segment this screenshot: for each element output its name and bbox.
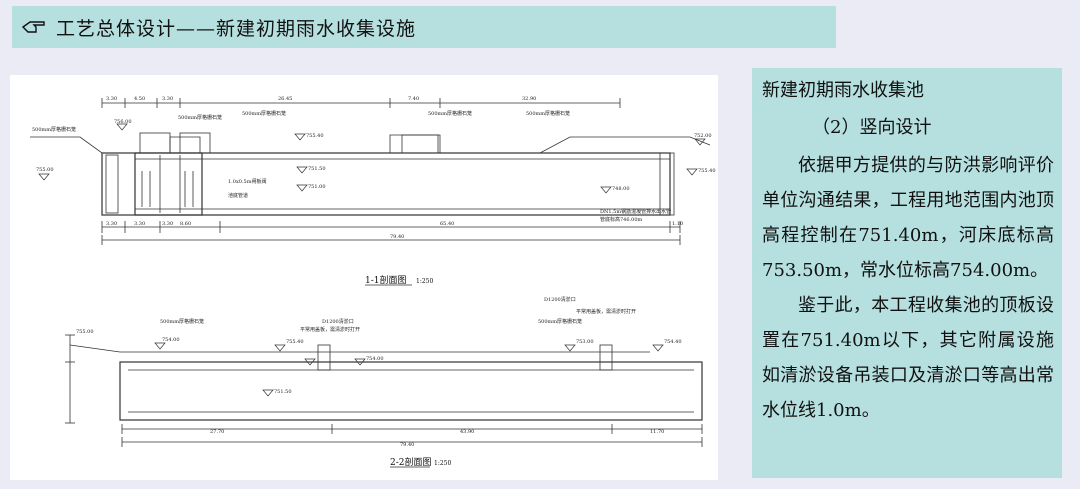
dim-text: 27.70 bbox=[210, 429, 224, 435]
gate-sub-label: 池底管道 bbox=[228, 192, 248, 199]
engineering-drawing: 3.30 4.50 3.30 26.45 7.40 32.90 3.30 3.3… bbox=[10, 75, 718, 480]
section-1-caption: 1-1剖面图 bbox=[365, 274, 407, 286]
dim-text: 43.90 bbox=[460, 429, 474, 435]
level-text: 755.00 bbox=[76, 329, 94, 335]
dim-text: 65.40 bbox=[440, 221, 454, 227]
outlet-label: DN1.5m钢筋混凝管排水出水管 bbox=[600, 208, 671, 215]
paragraph: 依据甲方提供的与防洪影响评价单位沟通结果，工程用地范围内池顶高程控制在751.4… bbox=[762, 155, 1054, 281]
dim-text: 26.45 bbox=[278, 96, 292, 102]
manhole-label: D1200清淤口 bbox=[544, 296, 576, 303]
fence-label: 500mm厚格栅石笼 bbox=[526, 110, 570, 117]
fence-label: 500mm厚格栅石笼 bbox=[32, 126, 76, 133]
level-text: 751.50 bbox=[274, 389, 292, 395]
fence-label: 500mm厚格栅石笼 bbox=[428, 110, 472, 117]
level-text: 751.00 bbox=[308, 184, 326, 190]
dim-text: 3.30 bbox=[106, 221, 117, 227]
dim-text: 79.40 bbox=[390, 234, 404, 240]
dim-text: 4.50 bbox=[134, 96, 145, 102]
dim-text: 3.30 bbox=[162, 221, 173, 227]
section-2-scale: 1:250 bbox=[434, 460, 451, 467]
fence-label: 500mm厚格栅石笼 bbox=[160, 318, 204, 325]
dim-text: 8.60 bbox=[180, 221, 191, 227]
level-text: 748.00 bbox=[612, 186, 630, 192]
dim-text: 3.30 bbox=[162, 96, 173, 102]
dim-text: 32.90 bbox=[522, 96, 536, 102]
level-text: 754.00 bbox=[162, 337, 180, 343]
gate-label: 1.0x0.5m闸板阀 bbox=[228, 178, 266, 185]
panel-body: 依据甲方提供的与防洪影响评价单位沟通结果，工程用地范围内池顶高程控制在751.4… bbox=[762, 148, 1054, 428]
manhole-label: D1200清淤口 bbox=[322, 318, 354, 325]
panel-title: 新建初期雨水收集池 bbox=[762, 80, 924, 101]
section-1-scale: 1:250 bbox=[416, 278, 433, 285]
dim-text: 7.40 bbox=[408, 96, 419, 102]
dim-text: 79.40 bbox=[400, 442, 414, 448]
page-title: 工艺总体设计——新建初期雨水收集设施 bbox=[56, 17, 417, 40]
level-text: 753.00 bbox=[576, 339, 594, 345]
dim-text: 11.70 bbox=[650, 429, 664, 435]
manhole-note: 平常用盖板，需清淤时打开 bbox=[300, 326, 360, 333]
level-text: 751.50 bbox=[308, 166, 326, 172]
level-text: 756.00 bbox=[114, 119, 132, 125]
level-text: 755.00 bbox=[36, 167, 54, 173]
level-text: 752.00 bbox=[694, 133, 712, 139]
level-text: 755.40 bbox=[698, 168, 716, 174]
fence-label: 500mm厚格栅石笼 bbox=[242, 110, 286, 117]
level-text: 754.00 bbox=[366, 356, 384, 362]
manhole-note: 平常用盖板，需清淤时打开 bbox=[576, 308, 636, 315]
outlet-sub-label: 管底标高746.00m bbox=[600, 216, 642, 223]
paragraph: 鉴于此，本工程收集池的顶板设置在751.40m以下，其它附属设施如清淤设备吊装口… bbox=[762, 295, 1054, 421]
pointing-hand-icon bbox=[22, 21, 45, 33]
fence-label: 500mm厚格栅石笼 bbox=[538, 318, 582, 325]
description-panel: 新建初期雨水收集池 （2）竖向设计 依据甲方提供的与防洪影响评价单位沟通结果，工… bbox=[752, 68, 1062, 478]
dim-text: 3.30 bbox=[106, 96, 117, 102]
section-2-caption: 2-2剖面图 bbox=[390, 456, 432, 468]
level-text: 755.40 bbox=[306, 133, 324, 139]
level-text: 755.40 bbox=[286, 339, 304, 345]
panel-subtitle: （2）竖向设计 bbox=[812, 117, 932, 138]
dim-text: 1.10 bbox=[672, 221, 683, 227]
title-bar: 工艺总体设计——新建初期雨水收集设施 bbox=[12, 6, 836, 48]
level-text: 754.40 bbox=[664, 339, 682, 345]
dim-text: 3.30 bbox=[134, 221, 145, 227]
fence-label: 500mm厚格栅石笼 bbox=[178, 114, 222, 121]
